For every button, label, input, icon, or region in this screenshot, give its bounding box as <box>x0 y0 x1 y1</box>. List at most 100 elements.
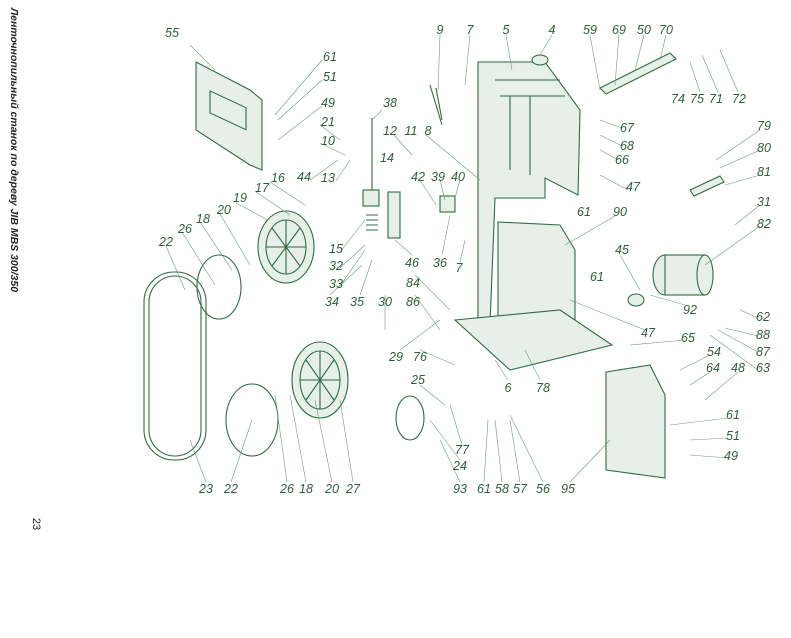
lower-door <box>605 364 666 479</box>
part-label: 20 <box>324 482 339 496</box>
part-label: 16 <box>271 171 285 185</box>
part-label: 59 <box>583 23 597 37</box>
part-label: 12 <box>383 124 397 138</box>
part-label: 51 <box>323 70 337 84</box>
part-label: 18 <box>299 482 313 496</box>
part-label: 44 <box>297 170 311 184</box>
part-label: 40 <box>451 170 465 184</box>
part-label: 35 <box>350 295 364 309</box>
part-label: 68 <box>620 139 634 153</box>
part-label: 61 <box>590 270 604 284</box>
part-label: 19 <box>233 191 247 205</box>
part-label: 7 <box>456 261 464 275</box>
part-label: 46 <box>405 256 419 270</box>
part-label: 79 <box>757 119 771 133</box>
upper-wheel <box>257 210 315 284</box>
part-label: 11 <box>405 124 418 138</box>
door-window <box>209 90 247 131</box>
base-plate <box>453 309 614 371</box>
motor <box>652 254 714 296</box>
part-label: 36 <box>433 256 447 270</box>
part-label: 38 <box>383 96 397 110</box>
part-label: 64 <box>706 361 720 375</box>
part-label: 4 <box>549 23 556 37</box>
part-label: 56 <box>536 482 550 496</box>
cable-clamp <box>429 84 443 126</box>
part-label: 49 <box>321 96 335 110</box>
part-label: 76 <box>413 350 427 364</box>
part-label: 61 <box>577 205 591 219</box>
part-label: 78 <box>536 381 550 395</box>
part-label: 88 <box>756 328 770 342</box>
part-label: 58 <box>495 482 509 496</box>
part-label: 33 <box>329 277 343 291</box>
part-label: 48 <box>731 361 745 375</box>
part-label: 42 <box>411 170 425 184</box>
part-label: 51 <box>726 429 740 443</box>
part-label: 5 <box>503 23 510 37</box>
part-label: 92 <box>683 303 697 317</box>
part-label: 61 <box>726 408 740 422</box>
part-label: 29 <box>388 350 403 364</box>
part-label: 22 <box>158 235 173 249</box>
part-label: 67 <box>620 121 635 135</box>
part-label: 27 <box>345 482 361 496</box>
upper-door <box>195 61 263 171</box>
lower-tire <box>225 383 279 457</box>
part-label: 71 <box>709 92 723 106</box>
part-label: 55 <box>165 26 179 40</box>
part-label: 54 <box>707 345 721 359</box>
part-label: 47 <box>626 180 641 194</box>
part-label: 82 <box>757 217 771 231</box>
part-label: 8 <box>425 124 432 138</box>
part-label: 65 <box>681 331 695 345</box>
upper-guide <box>439 195 456 213</box>
part-label: 81 <box>757 165 771 179</box>
tension-spring <box>366 214 378 231</box>
part-label: 57 <box>513 482 528 496</box>
part-label: 31 <box>757 195 771 209</box>
part-label: 15 <box>329 242 343 256</box>
part-label: 61 <box>477 482 491 496</box>
part-label: 26 <box>279 482 294 496</box>
part-label: 63 <box>756 361 770 375</box>
part-label: 90 <box>613 205 627 219</box>
part-label: 32 <box>329 259 343 273</box>
part-label: 69 <box>612 23 626 37</box>
guide-block <box>362 189 380 207</box>
part-label: 66 <box>615 153 629 167</box>
tensioner-shaft <box>599 52 677 95</box>
part-label: 70 <box>659 23 673 37</box>
part-label: 47 <box>641 326 656 340</box>
part-label: 26 <box>177 222 192 236</box>
knob <box>531 54 549 66</box>
part-label: 86 <box>406 295 420 309</box>
leader-lines <box>165 34 761 483</box>
part-label: 21 <box>320 115 335 129</box>
part-label: 45 <box>615 243 629 257</box>
part-label: 14 <box>380 151 394 165</box>
part-label: 39 <box>431 170 445 184</box>
part-label: 74 <box>671 92 685 106</box>
part-label: 30 <box>378 295 392 309</box>
axle-assembly <box>689 175 725 197</box>
part-label: 80 <box>757 141 771 155</box>
part-label: 20 <box>216 203 231 217</box>
part-label: 62 <box>756 310 770 324</box>
part-label: 75 <box>690 92 704 106</box>
part-label: 6 <box>505 381 512 395</box>
part-label: 24 <box>452 459 467 473</box>
part-label: 23 <box>198 482 213 496</box>
part-label: 77 <box>455 443 470 457</box>
part-label: 18 <box>196 212 210 226</box>
guide-slide <box>387 191 401 239</box>
upper-tire <box>196 254 242 320</box>
part-label: 9 <box>437 23 444 37</box>
part-label: 61 <box>323 50 337 64</box>
part-label: 17 <box>255 181 270 195</box>
saw-blade <box>143 271 207 461</box>
part-label: 49 <box>724 449 738 463</box>
part-label: 93 <box>453 482 467 496</box>
part-label: 72 <box>732 92 746 106</box>
